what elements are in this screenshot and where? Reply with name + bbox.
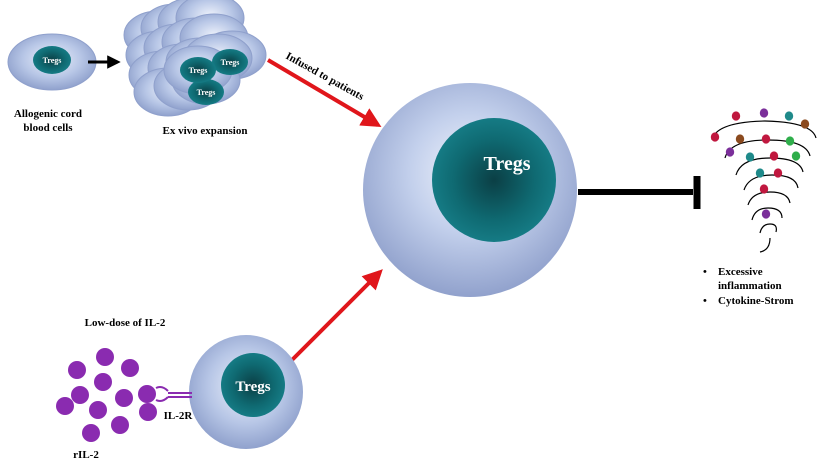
cytokine-storm-icon: [710, 108, 817, 253]
cytokine-dot: [761, 209, 771, 219]
ril2-molecule: [111, 416, 129, 434]
cytokine-dot: [745, 152, 755, 162]
cytokine-dot: [710, 132, 720, 142]
ril2-molecule: [96, 348, 114, 366]
cytokine-dot: [755, 168, 765, 178]
cytokine-dot: [800, 119, 810, 129]
allogenic-label-line2: blood cells: [23, 122, 73, 134]
outcome-2: Cytokine-Strom: [718, 295, 794, 307]
ril2-molecule: [82, 424, 100, 442]
expanded-cell-label: Tregs: [197, 88, 216, 97]
il2-expansion-arrow: [290, 269, 383, 362]
ril2-molecule: [115, 389, 133, 407]
cytokine-dot: [784, 111, 794, 121]
expanded-cell-nucleus: [180, 57, 216, 83]
cytokine-dot: [759, 184, 769, 194]
ex-vivo-label: Ex vivo expansion: [163, 125, 248, 137]
il2-receptor: [155, 386, 192, 402]
cytokine-dot: [725, 147, 735, 157]
ril2-molecule: [89, 401, 107, 419]
central-treg-cell: Tregs: [363, 83, 577, 297]
ril2-molecule: [71, 386, 89, 404]
outcome-1-line2: inflammation: [718, 280, 782, 292]
outcome-list: • Excessive inflammation • Cytokine-Stro…: [703, 266, 794, 307]
expanded-cell-nucleus: [212, 49, 248, 75]
cytokine-dot: [791, 151, 801, 161]
infusion-arrow: [266, 58, 382, 128]
cytokine-dot: [759, 108, 769, 118]
expanded-cell-label: Tregs: [189, 66, 208, 75]
bullet-1: •: [703, 266, 707, 278]
ril2-molecule: [68, 361, 86, 379]
allogenic-label-line1: Allogenic cord: [14, 108, 82, 120]
ril2-molecule: [139, 403, 157, 421]
cytokine-dot: [785, 136, 795, 146]
outcome-1-line1: Excessive: [718, 266, 763, 278]
expanded-cell-nucleus: [188, 79, 224, 105]
bullet-2: •: [703, 295, 707, 307]
ril2-molecule: [121, 359, 139, 377]
cytokine-dot: [769, 151, 779, 161]
allogenic-cell: Tregs: [7, 33, 97, 91]
cytokine-dot: [731, 111, 741, 121]
cytokine-dot: [761, 134, 771, 144]
cytokine-dot: [735, 134, 745, 144]
low-dose-label: Low-dose of IL-2: [85, 317, 166, 329]
inhibition-symbol: [578, 176, 701, 209]
ril2-label: rIL-2: [73, 449, 99, 461]
il2-cell-label: Tregs: [235, 379, 270, 395]
ril2-molecule: [94, 373, 112, 391]
expanded-cell-label: Tregs: [221, 58, 240, 67]
il2r-label: IL-2R: [164, 410, 194, 422]
allogenic-cell-label: Tregs: [43, 56, 62, 65]
ril2-dots: [56, 348, 157, 442]
il2-treg-cell: Tregs: [189, 335, 303, 449]
ril2-molecule: [138, 385, 156, 403]
ril2-molecule: [56, 397, 74, 415]
central-cell-label: Tregs: [483, 153, 530, 175]
cytokine-dot: [773, 168, 783, 178]
